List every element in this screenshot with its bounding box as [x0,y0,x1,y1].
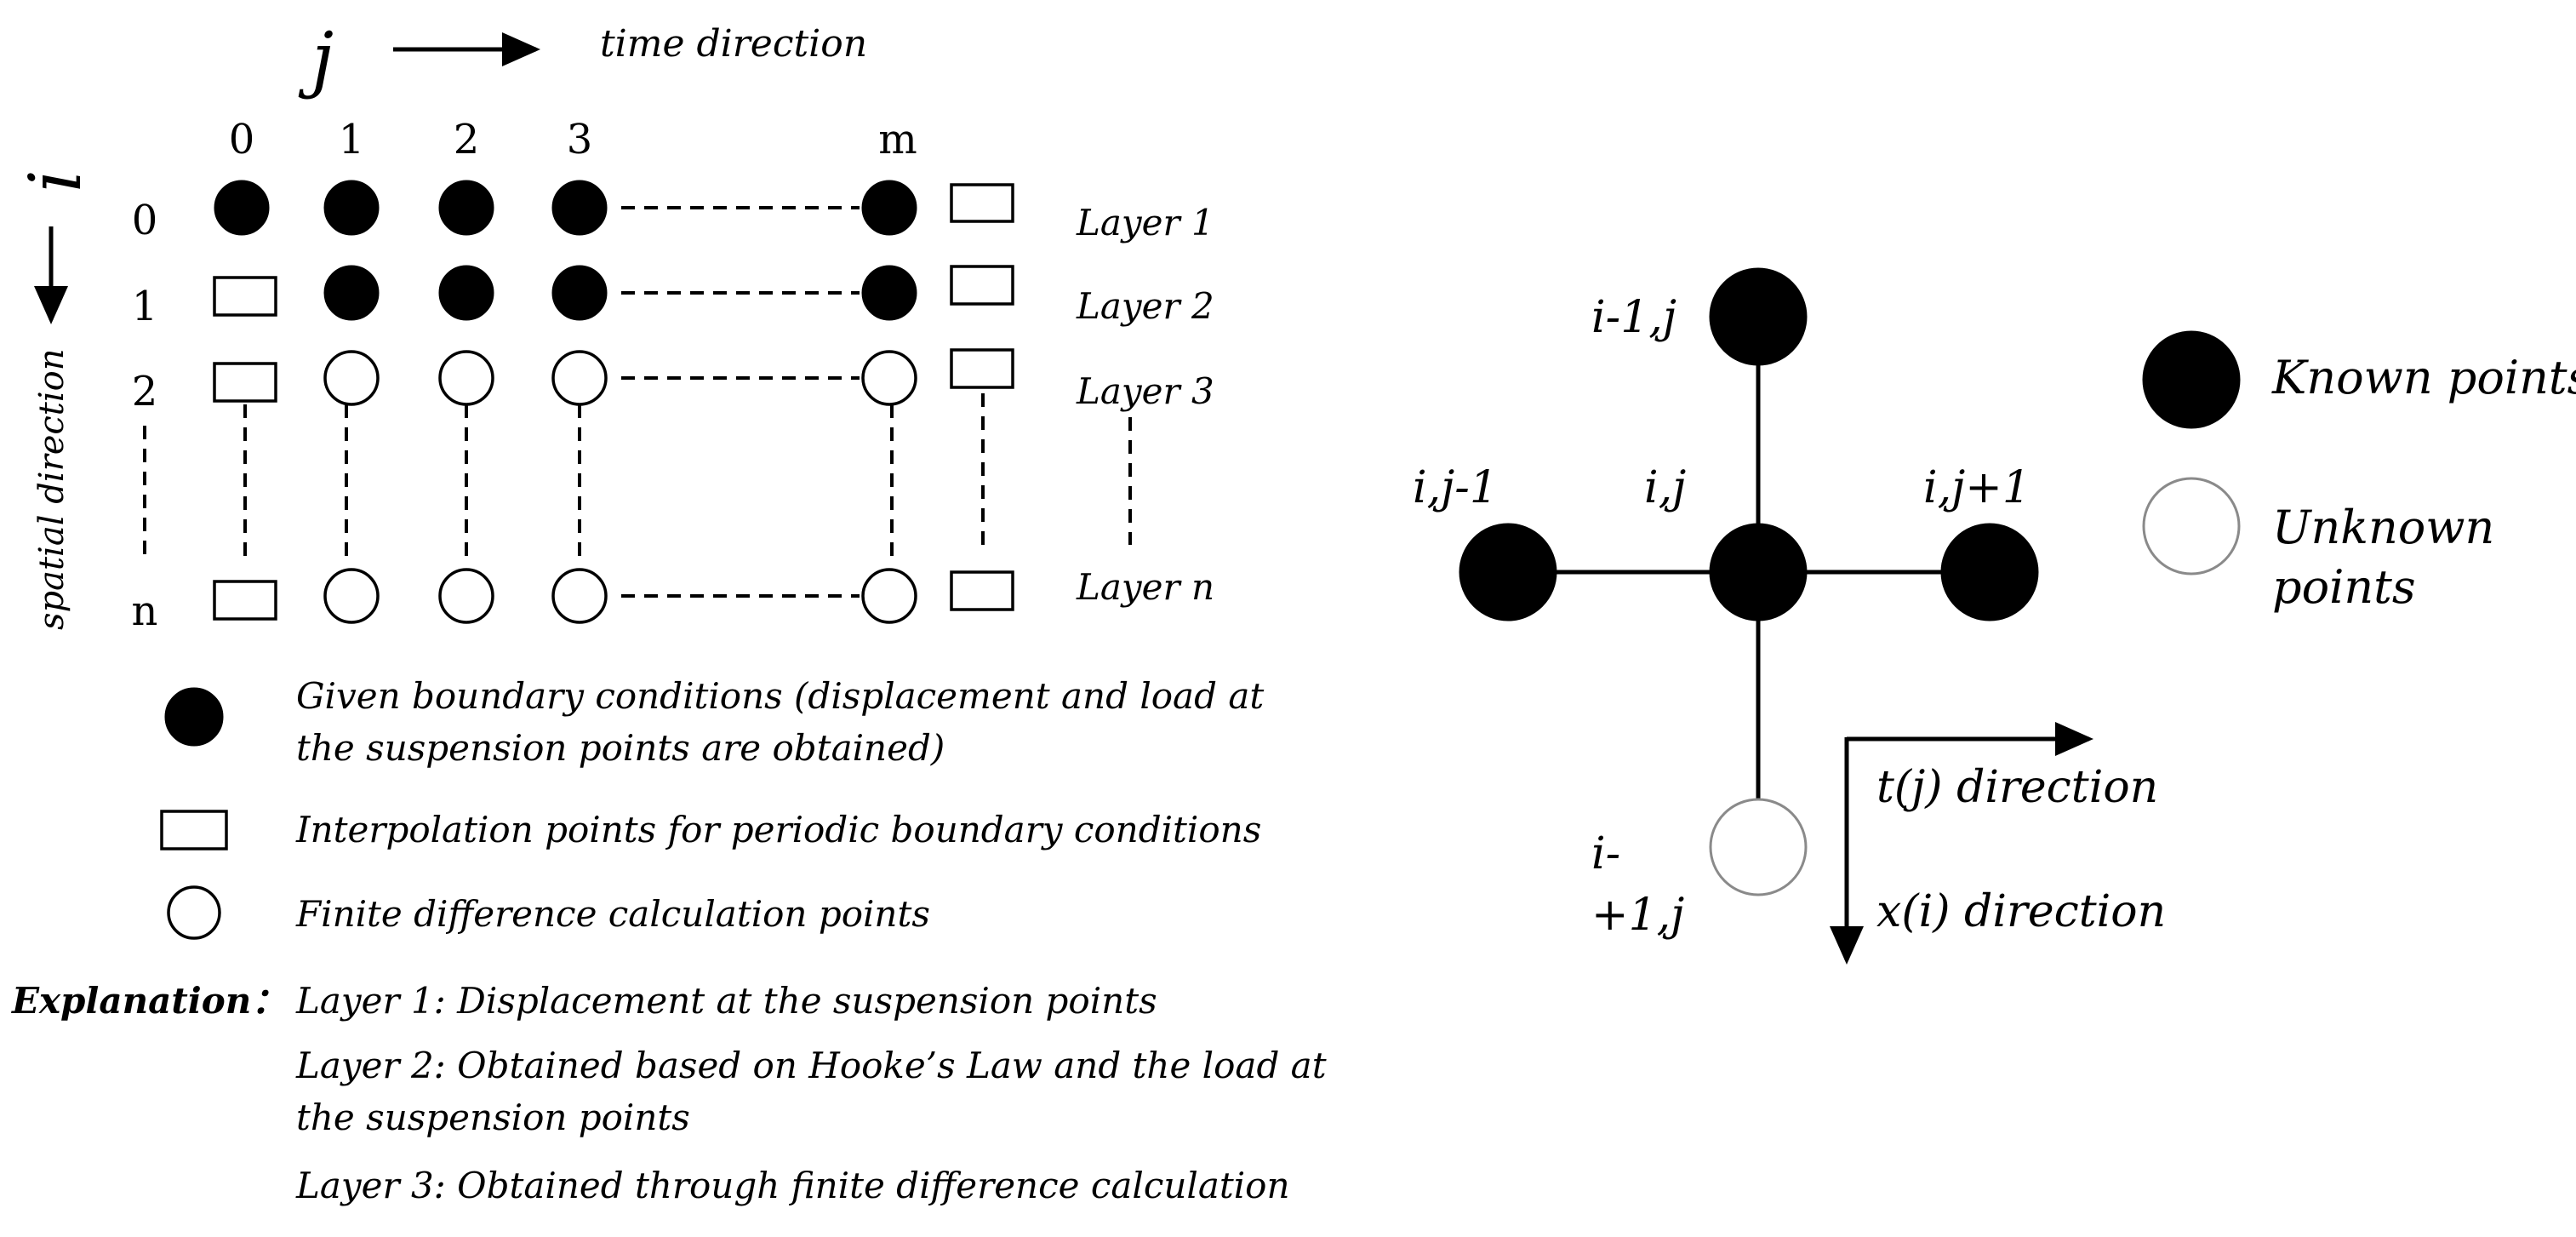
interpolation-point [950,570,1014,611]
layer-label-1: Layer 1 [1076,202,1214,243]
interpolation-point [950,183,1014,223]
known-point [551,265,608,321]
layer-label-n: Layer n [1076,566,1214,608]
spatial-direction-label: spatial direction [32,348,71,630]
explanation-layer1: Layer 1: Displacement at the suspension … [295,980,1157,1022]
interpolation-point [950,348,1014,389]
stencil-left-label: i,j-1 [1413,462,1498,513]
unknown-point [323,568,380,624]
known-point [861,180,917,236]
grid-legend: Given boundary conditions (displacement … [160,675,1264,940]
t-direction-label: t(j) direction [1876,762,2158,813]
explanation-layer2-line2: the suspension points [296,1097,690,1138]
unknown-point [438,350,494,406]
boundary-legend-line1: Given boundary conditions (displacement … [296,675,1264,717]
stencil-bottom-point [1709,798,1808,896]
column-label-0: 0 [229,116,255,163]
unknown-points-marker [2142,477,2241,576]
j-axis-symbol: j [298,17,334,100]
left-grid-panel: j time direction i spatial direction 0 1… [14,17,1214,635]
stencil-top-point [1709,267,1808,366]
column-label-3: 3 [567,116,593,163]
stencil-top-label: i-1,j [1591,292,1676,343]
row-label-1: 1 [132,283,158,330]
finite-difference-marker [167,885,221,940]
unknown-points-label-line1: Unknown [2272,501,2494,554]
stencil-panel: i-1,j i,j-1 i,j i,j+1 i- +1,j t(j) direc… [1413,267,2166,965]
stencil-center-label: i,j [1644,462,1686,513]
explanation-label: Explanation： [11,980,287,1022]
finite-difference-legend: Finite difference calculation points [295,893,930,935]
unknown-points-label-line2: points [2272,560,2416,614]
interpolation-legend: Interpolation points for periodic bounda… [295,809,1261,850]
known-point [861,265,917,321]
unknown-point [861,350,917,406]
stencil-bottom-label-line1: i- [1591,828,1620,879]
known-point [438,265,494,321]
boundary-legend-line2: the suspension points are obtained) [296,727,945,769]
interpolation-point [213,276,277,317]
layer-label-2: Layer 2 [1076,285,1214,327]
interpolation-marker [160,810,228,850]
unknown-point [861,568,917,624]
interpolation-point [213,580,277,621]
unknown-point [551,568,608,624]
layer-label-3: Layer 3 [1076,370,1214,412]
known-points-marker [2142,330,2241,429]
x-direction-label: x(i) direction [1876,886,2166,937]
explanation-layer3: Layer 3: Obtained through finite differe… [295,1165,1290,1206]
known-point [438,180,494,236]
stencil-bottom-label-line2: +1,j [1591,890,1684,941]
unknown-point [438,568,494,624]
stencil-right-label: i,j+1 [1923,462,2031,513]
interpolation-point [950,265,1014,306]
known-point [551,180,608,236]
unknown-point [323,350,380,406]
explanation-block: Explanation： Layer 1: Displacement at th… [11,980,1327,1206]
i-axis-symbol: i [14,169,97,192]
stencil-right-point [1940,523,2039,621]
known-point [323,265,380,321]
row-label-n: n [132,587,158,635]
row-label-0: 0 [132,197,158,244]
row-label-2: 2 [132,368,158,415]
unknown-point [551,350,608,406]
time-direction-label: time direction [600,22,867,66]
known-points-label: Known points [2271,351,2576,404]
stencil-legend: Known points Unknown points [2142,330,2576,614]
stencil-left-point [1459,523,1557,621]
column-label-m: m [878,116,917,163]
column-label-2: 2 [454,116,480,163]
known-point [323,180,380,236]
column-label-1: 1 [339,116,365,163]
known-point [214,180,270,236]
explanation-layer2-line1: Layer 2: Obtained based on Hooke’s Law a… [295,1045,1327,1086]
interpolation-point [213,362,277,403]
boundary-condition-marker [164,687,224,747]
stencil-center-point [1709,523,1808,621]
